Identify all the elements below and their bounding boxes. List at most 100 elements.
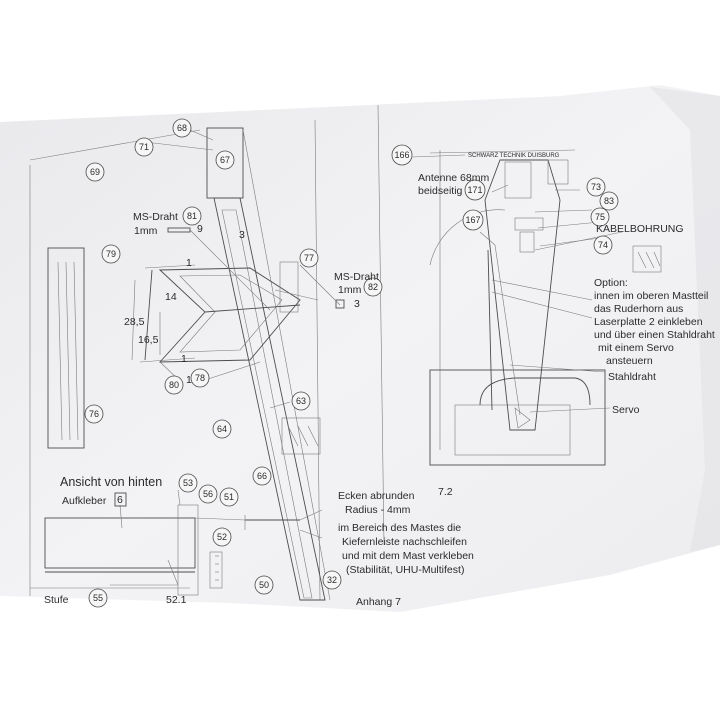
left-drawing — [29, 119, 345, 601]
svg-text:63: 63 — [296, 396, 306, 406]
svg-text:82: 82 — [368, 282, 378, 292]
callout-80: 80 — [164, 375, 184, 395]
figure-number: 7.2 — [438, 486, 453, 498]
kabelbohrung-label: KABELBOHRUNG — [596, 223, 684, 235]
svg-text:74: 74 — [598, 240, 608, 250]
dim-3b: 3 — [354, 298, 360, 310]
mast-note-1: im Bereich des Mastes die — [338, 522, 461, 534]
dim-3a: 3 — [239, 229, 245, 241]
callout-74: 74 — [593, 235, 613, 255]
callout-66: 66 — [252, 466, 272, 486]
ms-draht-top-label: MS-Draht — [133, 211, 178, 223]
option-label-1: Option: — [594, 277, 628, 289]
callout-52: 52 — [212, 527, 232, 547]
right-labels: SCHWARZ TECHNIK DUISBURG Antenne 68mm be… — [418, 153, 715, 416]
mast-note-3: und mit dem Mast verkleben — [342, 550, 474, 562]
svg-text:53: 53 — [183, 478, 193, 488]
callout-76: 76 — [84, 404, 104, 424]
svg-text:167: 167 — [465, 215, 480, 225]
antenne-label-1: Antenne 68mm — [418, 172, 489, 184]
callout-82: 82 — [363, 277, 383, 297]
svg-text:71: 71 — [139, 142, 149, 152]
part-52-1: 52.1 — [166, 594, 187, 606]
right-drawing — [377, 104, 662, 546]
option-label-6: mit einem Servo — [598, 342, 674, 354]
stahldraht-label: Stahldraht — [608, 371, 656, 383]
dim-1b: 1 — [181, 353, 187, 365]
callout-69: 69 — [85, 162, 105, 182]
dim-14: 14 — [165, 291, 177, 303]
callout-171: 171 — [464, 179, 486, 201]
callout-67: 67 — [215, 150, 235, 170]
svg-text:77: 77 — [304, 253, 314, 263]
option-label-4: Laserplatte 2 einkleben — [594, 316, 703, 328]
1mm-top-label: 1mm — [134, 225, 158, 237]
ansicht-title: Ansicht von hinten — [60, 475, 162, 489]
svg-text:56: 56 — [203, 489, 213, 499]
svg-text:166: 166 — [394, 150, 409, 160]
svg-text:64: 64 — [217, 424, 227, 434]
ecken-note-2: Radius - 4mm — [345, 504, 411, 516]
callout-55: 55 — [88, 588, 108, 608]
svg-text:66: 66 — [257, 471, 267, 481]
servo-label: Servo — [612, 404, 640, 416]
svg-text:81: 81 — [187, 211, 197, 221]
callout-73: 73 — [586, 177, 606, 197]
svg-text:32: 32 — [327, 575, 337, 585]
stufe-label: Stufe — [44, 594, 69, 606]
anhang-label: Anhang 7 — [356, 596, 401, 608]
antenne-label-2: beidseitig — [418, 185, 463, 197]
svg-text:69: 69 — [90, 167, 100, 177]
callout-71: 71 — [134, 137, 154, 157]
dim-16-5: 16,5 — [138, 334, 159, 346]
callout-167: 167 — [462, 209, 484, 231]
callout-83: 83 — [599, 191, 619, 211]
option-label-2: innen im oberen Mastteil — [594, 290, 708, 302]
callout-circles: 68 71 69 67 81 79 77 82 80 78 76 63 64 6… — [84, 118, 619, 608]
svg-text:80: 80 — [169, 380, 179, 390]
callout-32: 32 — [322, 570, 342, 590]
callout-81: 81 — [182, 206, 202, 226]
callout-63: 63 — [291, 391, 311, 411]
left-labels: MS-Draht 1mm 9 3 1 14 28,5 16,5 1 1 MS-D… — [124, 211, 379, 386]
dim-1a: 1 — [186, 257, 192, 269]
callout-75: 75 — [590, 207, 610, 227]
callout-50: 50 — [254, 575, 274, 595]
rear-view-drawing — [30, 489, 323, 596]
schwarz-technik-label: SCHWARZ TECHNIK DUISBURG — [468, 153, 560, 159]
callout-79: 79 — [101, 244, 121, 264]
bottom-labels: Ansicht von hinten Aufkleber 6 Stufe 52.… — [44, 475, 401, 608]
option-label-3: das Ruderhorn aus — [594, 303, 683, 315]
callout-56: 56 — [198, 484, 218, 504]
svg-text:83: 83 — [604, 196, 614, 206]
callout-78: 78 — [190, 368, 210, 388]
callout-166: 166 — [391, 144, 413, 166]
option-label-5: und über einen Stahldraht — [594, 329, 715, 341]
callout-77: 77 — [299, 248, 319, 268]
svg-text:78: 78 — [195, 373, 205, 383]
aufkleber-num: 6 — [117, 494, 123, 506]
svg-text:67: 67 — [220, 155, 230, 165]
dim-9: 9 — [197, 223, 203, 235]
svg-text:52: 52 — [217, 532, 227, 542]
callout-53: 53 — [178, 473, 198, 493]
svg-text:50: 50 — [259, 580, 269, 590]
svg-text:51: 51 — [224, 492, 234, 502]
callout-68: 68 — [172, 118, 192, 138]
mast-note-4: (Stabilität, UHU-Multifest) — [346, 564, 464, 576]
svg-text:68: 68 — [177, 123, 187, 133]
aufkleber-label: Aufkleber — [62, 495, 107, 507]
mast-note-2: Kiefernleiste nachschleifen — [342, 536, 467, 548]
svg-text:73: 73 — [591, 182, 601, 192]
center-notes: Ecken abrunden Radius - 4mm im Bereich d… — [338, 486, 474, 576]
ecken-note-1: Ecken abrunden — [338, 490, 415, 502]
svg-text:55: 55 — [93, 593, 103, 603]
callout-51: 51 — [219, 487, 239, 507]
svg-text:79: 79 — [106, 249, 116, 259]
paper-shadow-right — [650, 87, 720, 552]
svg-text:76: 76 — [89, 409, 99, 419]
dim-28-5: 28,5 — [124, 316, 145, 328]
dim-1c: 1 — [186, 374, 192, 386]
svg-text:75: 75 — [595, 212, 605, 222]
